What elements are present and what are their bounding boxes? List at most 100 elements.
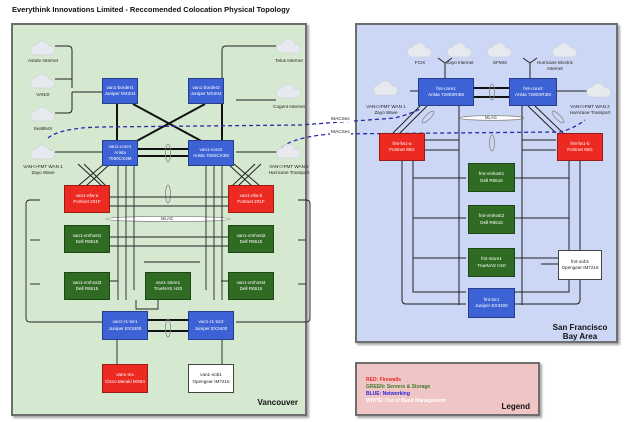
node-name: fmt-core1: [436, 85, 456, 91]
site-label-sanfrancisco: San Francisco Bay Area: [552, 323, 608, 342]
node-model: Arista 7050CX3M: [192, 153, 229, 158]
cloud-icon: [276, 143, 301, 159]
cloud-icon: [447, 42, 472, 58]
node-name: van1-vmhost1: [72, 232, 102, 238]
node-model: Arista 7050CX3M: [108, 149, 132, 162]
node-model: Opengear IM7216: [192, 378, 230, 384]
legend-item-white: WHITE: Out of Band Management: [366, 398, 446, 404]
node-model: Juniper EX3400: [108, 325, 142, 331]
cloud-icon: [276, 83, 301, 99]
node-model: Dell R6515: [480, 219, 503, 225]
node-name: fmt-fw1-a: [392, 140, 412, 146]
node-model: Dell R6515: [239, 239, 263, 244]
cloud-label-zayo-internet: Zayo Internet: [446, 60, 474, 65]
cloud-icon: [373, 80, 398, 96]
node-name: van1-core2: [199, 146, 223, 152]
node-model: Cisco Meraki MX84: [105, 378, 145, 384]
cloud-icon: [586, 82, 611, 98]
node-model: Arista 7280SR3M: [514, 92, 551, 97]
node-model: Juniper EX3400: [194, 325, 228, 331]
node-name: van1-mx: [116, 372, 134, 378]
node-name: van1-vmhost4: [236, 279, 266, 285]
node-name: van1-r1-tor1: [112, 319, 138, 325]
node-model: Fortinet 201F: [237, 199, 265, 204]
node-name: fmt-tor1: [483, 296, 500, 302]
node-model: TrueNAS H10: [477, 262, 506, 268]
node-name: van1-vmhost2: [236, 232, 266, 238]
node-model: Dell R6515: [75, 286, 99, 291]
node-name: van1-border2: [192, 84, 220, 90]
node-model: Dell R6515: [480, 177, 503, 183]
macsec-label-1: MACSec: [330, 117, 351, 122]
legend-item-red: RED: Firewalls: [366, 377, 402, 383]
node-name: van1-core1: [108, 143, 132, 149]
node-model: Juniper MX204: [104, 91, 136, 96]
node-model: Opengear IM7216: [561, 265, 599, 270]
node-name: fmt-fw1-b: [570, 140, 590, 146]
node-name: fmt-vmhost1: [478, 171, 505, 177]
cloud-label-vanix: VANIX: [36, 92, 50, 97]
macsec-label-2: MACSec: [330, 130, 351, 135]
node-model: Arista 7280SR3M: [427, 92, 464, 97]
node-model: Fortinet 90G: [567, 147, 593, 152]
node-name: van1-store1: [155, 279, 181, 285]
node-name: van1-oob1: [200, 372, 222, 378]
cloud-icon: [407, 42, 432, 58]
site-label-vancouver: Vancouver: [257, 398, 298, 407]
legend-frame: [355, 362, 540, 416]
legend-item-green: GREEN: Servers & Storage: [366, 384, 431, 390]
cloud-label-sfmix: SFMIX: [492, 60, 508, 65]
legend-item-blue: BLUE: Networking: [366, 391, 410, 397]
cloud-icon: [30, 106, 55, 122]
cloud-label-astute: Astute Internet: [28, 58, 58, 63]
cloud-label-van-wan1: VAN<>FMT WAN 1 Zayo Wave: [23, 164, 63, 175]
cloud-label-hurricane-electric: Hurricane Electric Internet: [536, 60, 574, 71]
node-model: TrueNAS H20: [153, 286, 183, 291]
node-name: van1-efw-b: [239, 192, 263, 198]
mlag-label-vancouver: MLAG: [161, 216, 173, 221]
node-name: van1-efw-a: [75, 192, 99, 198]
node-name: van1-vmhost3: [72, 279, 102, 285]
cloud-icon: [30, 144, 55, 160]
node-name: fmt-oob1: [570, 258, 590, 264]
cloud-label-sf-wan1: VAN<>FMT WAN 1 Zayo Wave: [366, 104, 406, 115]
cloud-label-fcix: FCIX: [414, 60, 426, 65]
node-name: fmt-core2: [523, 85, 543, 91]
node-model: Juniper MX204: [190, 91, 222, 96]
node-name: van1-border1: [106, 84, 134, 90]
cloud-label-sf-wan2: VAN<>FMT WAN 2 Hurricane Transport: [569, 104, 611, 115]
mlag-label-sf: MLAG: [485, 115, 497, 120]
cloud-icon: [552, 42, 577, 58]
cloud-icon: [276, 38, 301, 54]
cloud-icon: [487, 42, 512, 58]
cloud-label-van-wan2: VAN<>FMT WAN 2 Hurricane Transport: [268, 164, 310, 175]
node-name: fmt-vmhost2: [478, 213, 505, 219]
node-model: Dell R6515: [239, 286, 263, 291]
cloud-label-seattleix: SeattleIX: [33, 126, 53, 131]
cloud-label-cogent: Cogent Internet: [273, 104, 305, 109]
